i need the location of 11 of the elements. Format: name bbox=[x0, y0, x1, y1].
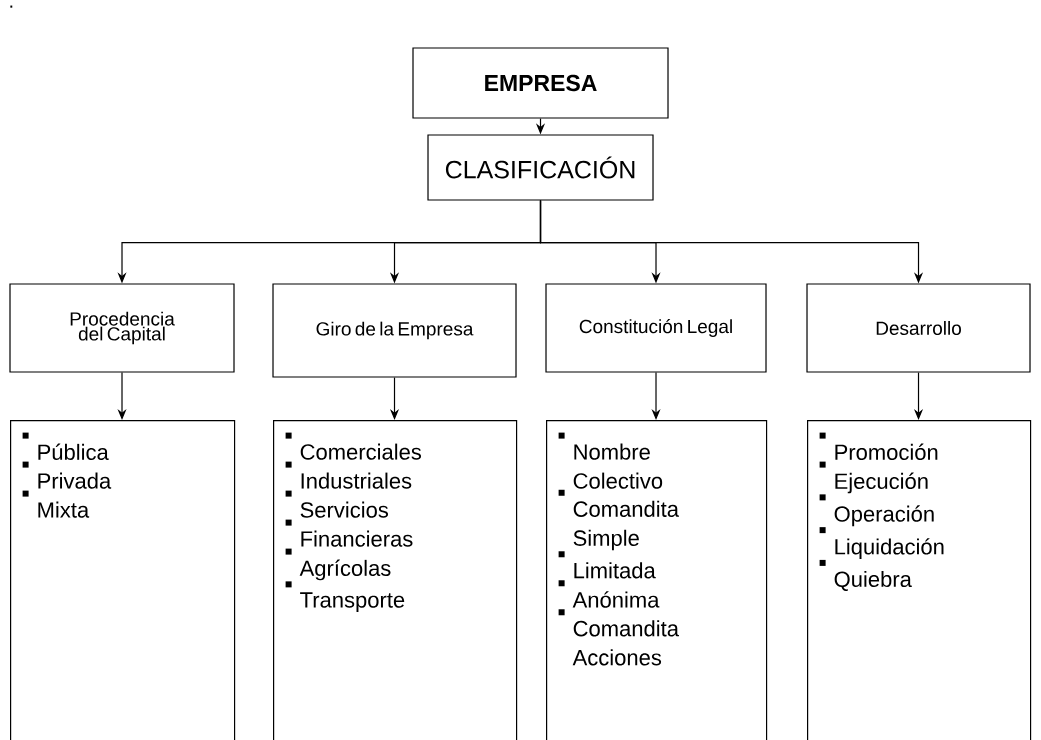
category-box: Constitución Legal bbox=[545, 283, 767, 373]
list-box: Promoción Ejecución Operación Liquidación Quiebra bbox=[807, 420, 1032, 740]
list-box: Pública Privada Mixta bbox=[10, 420, 236, 740]
class-box: CLASIFICACIÓN bbox=[427, 134, 654, 201]
list-box: Nombre Colectivo Comandita Simple Limitada Anónima Comandita Acciones bbox=[546, 420, 768, 740]
category-box: Procedencia del Capital bbox=[9, 283, 235, 373]
list-box: Comerciales Industriales Servicios Financieras Agrícolas Transporte bbox=[273, 420, 518, 740]
category-box: Desarrollo bbox=[806, 283, 1031, 373]
title-box: EMPRESA bbox=[412, 47, 669, 119]
dot-mark: . bbox=[10, 5, 13, 8]
category-box: Giro de la Empresa bbox=[272, 283, 517, 378]
